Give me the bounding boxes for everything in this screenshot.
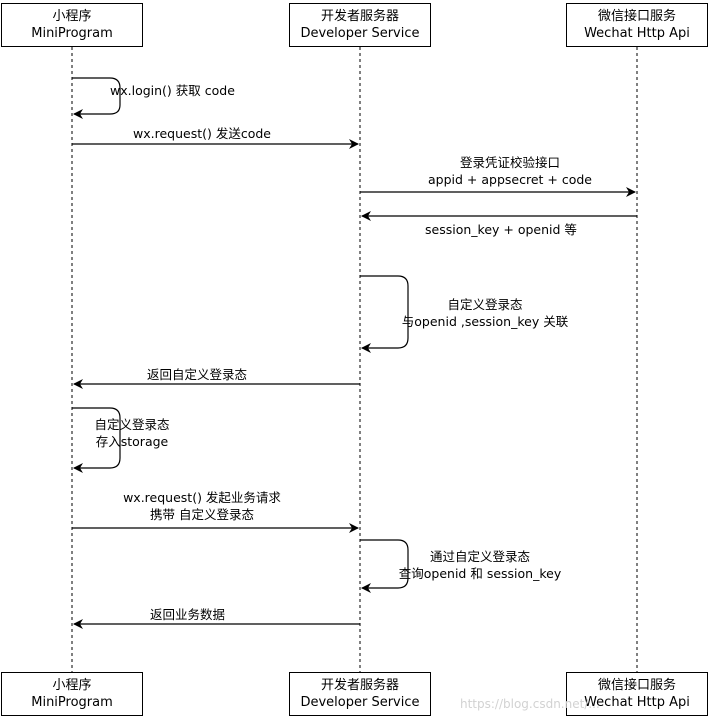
label-code2session: 登录凭证校验接口 appid + appsecret + code [410,154,610,188]
label-return-custom-state: 返回自定义登录态 [147,367,248,382]
actor-developer-service-bottom: 开发者服务器 Developer Service [289,672,431,716]
label-wx-login: wx.login() 获取 code [110,83,235,98]
actor-name: 微信接口服务 [597,678,676,693]
actor-wechat-api-top: 微信接口服务 Wechat Http Api [566,3,708,47]
arrow-query-openid [360,539,409,593]
label-line: 登录凭证校验接口 [459,155,560,170]
label-line: 自定义登录态 [94,417,170,432]
label-business-request: wx.request() 发起业务请求 携带 自定义登录态 [102,489,302,523]
actor-sub: Wechat Http Api [584,695,690,710]
label-line: 与openid ,session_key 关联 [401,314,569,329]
watermark: https://blog.csdn.net/... [460,697,600,711]
label-line: wx.request() 发起业务请求 [123,490,281,505]
actor-name: 小程序 [52,678,92,693]
label-line: 存入storage [95,434,169,449]
arrow-custom-state [360,275,409,353]
actor-miniprogram-top: 小程序 MiniProgram [1,3,143,47]
label-store-storage: 自定义登录态 存入storage [80,416,184,450]
arrow-store-storage [72,407,121,473]
label-session-key-return: session_key + openid 等 [425,222,577,237]
actor-developer-service-top: 开发者服务器 Developer Service [289,3,431,47]
label-line: 携带 自定义登录态 [150,507,254,522]
actor-name: 小程序 [52,9,92,24]
actor-sub: Developer Service [300,26,420,41]
actor-sub: Developer Service [300,695,420,710]
actor-sub: Wechat Http Api [584,26,690,41]
label-line: appid + appsecret + code [428,172,592,187]
label-line: 通过自定义登录态 [429,549,530,564]
label-line: 自定义登录态 [447,297,523,312]
actor-miniprogram-bottom: 小程序 MiniProgram [1,672,143,716]
actor-name: 开发者服务器 [320,678,399,693]
label-return-business-data: 返回业务数据 [150,607,226,622]
label-custom-state: 自定义登录态 与openid ,session_key 关联 [385,296,585,330]
label-send-code: wx.request() 发送code [133,126,271,141]
arrow-wx-login [72,77,121,119]
label-line: 查询openid 和 session_key [398,566,562,581]
actor-name: 微信接口服务 [597,9,676,24]
actor-wechat-api-bottom: 微信接口服务 Wechat Http Api [566,672,708,716]
actor-name: 开发者服务器 [320,9,399,24]
actor-sub: MiniProgram [31,26,113,41]
label-query-openid: 通过自定义登录态 查询openid 和 session_key [380,548,580,582]
actor-sub: MiniProgram [31,695,113,710]
